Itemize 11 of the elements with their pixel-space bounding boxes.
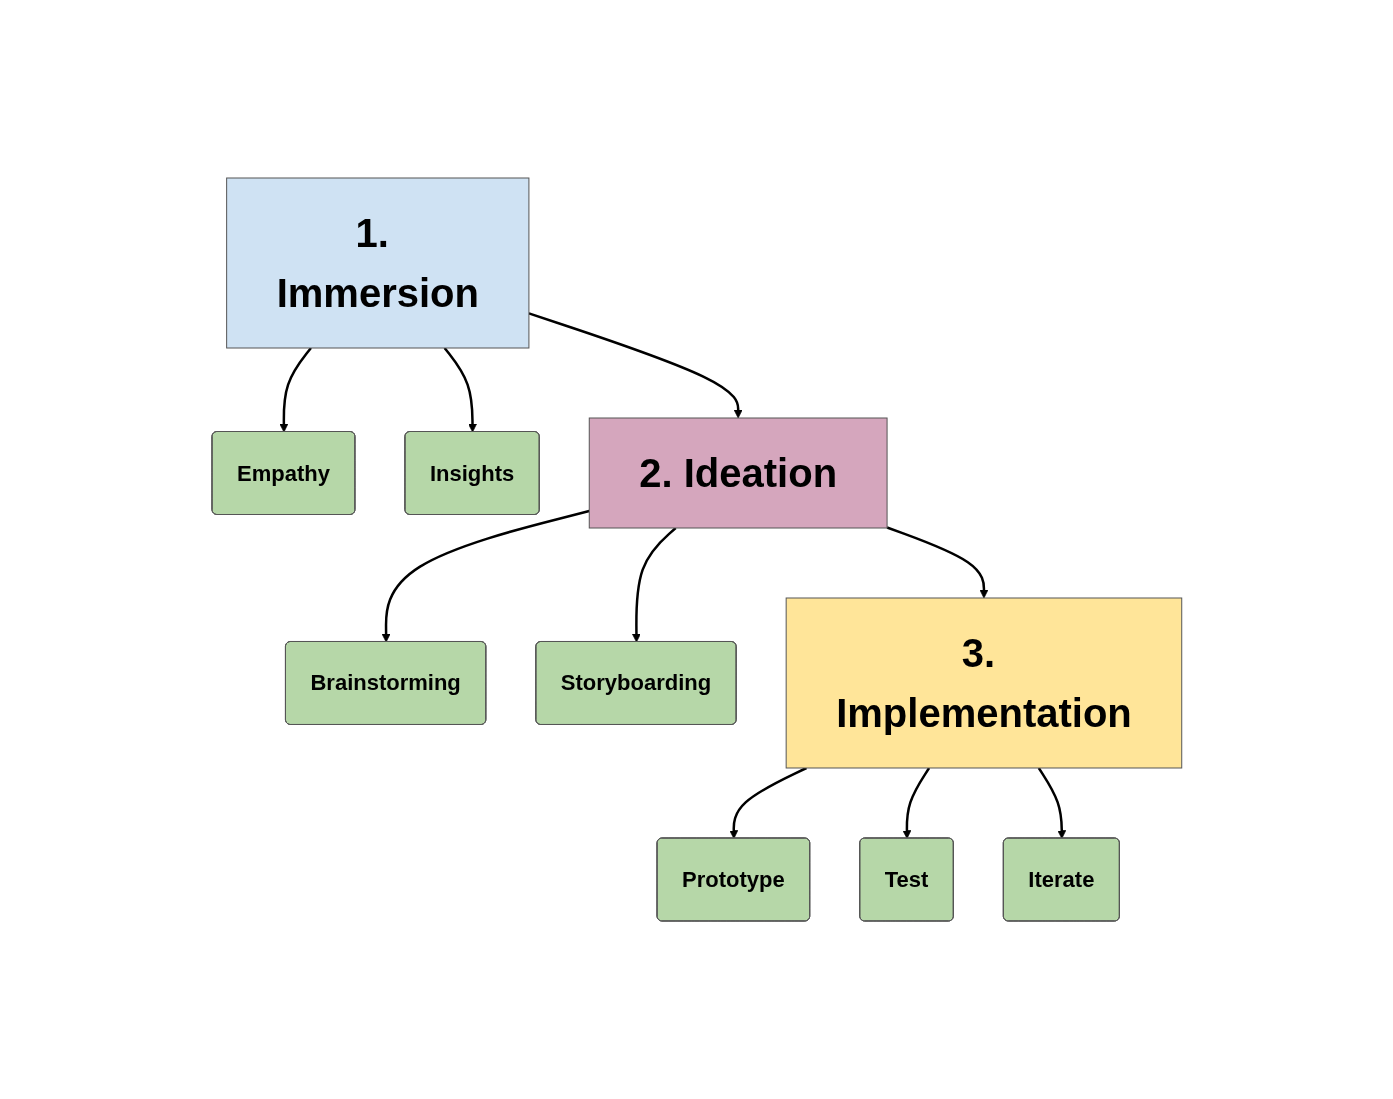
node-box: 1. Immersion bbox=[225, 177, 530, 349]
arrow bbox=[631, 527, 677, 643]
arrow bbox=[528, 312, 743, 419]
node-box: 2. Ideation bbox=[588, 417, 888, 529]
arrow bbox=[1037, 767, 1066, 839]
arrow bbox=[279, 347, 312, 433]
arrow bbox=[443, 347, 477, 433]
node-box: 3. Implementation bbox=[785, 597, 1182, 769]
arrow bbox=[902, 767, 930, 839]
arrow bbox=[381, 509, 590, 643]
arrow bbox=[886, 526, 988, 599]
